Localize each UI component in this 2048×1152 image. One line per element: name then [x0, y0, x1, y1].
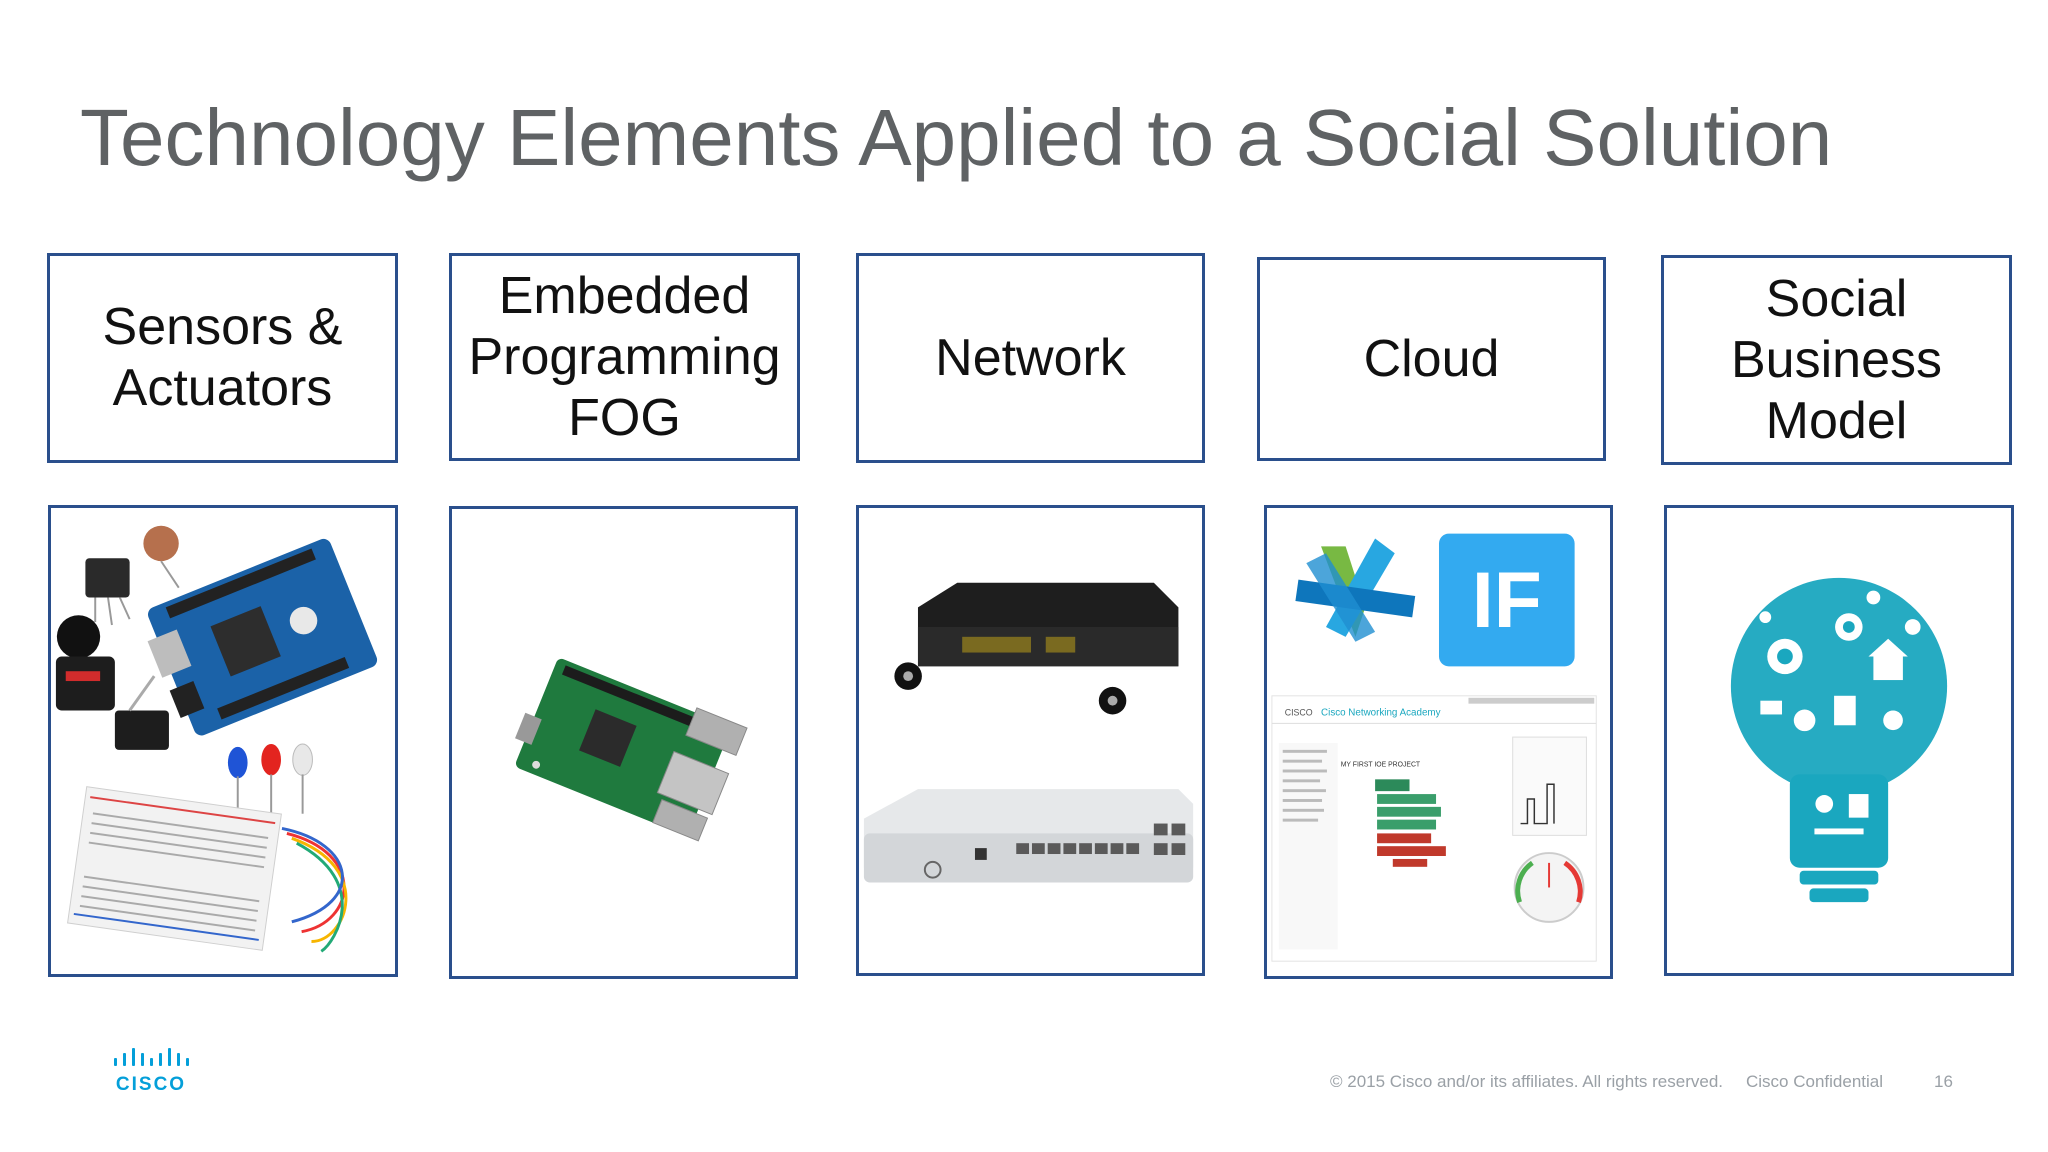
lightbulb-icon — [1730, 577, 1948, 903]
page-number: 16 — [1934, 1072, 1953, 1091]
router-switch-icon — [863, 582, 1194, 883]
cloud-services-icon: IF CISCO Cisco Networking Academy MY FIR… — [1271, 533, 1597, 962]
mini-app-title: Cisco Networking Academy — [1321, 707, 1441, 718]
label-embedded-programming: Embedded Programming FOG — [468, 266, 781, 447]
copyright-text: © 2015 Cisco and/or its affiliates. All … — [1330, 1072, 1724, 1091]
confidential-text: Cisco Confidential — [1746, 1072, 1884, 1091]
label-network: Network — [935, 328, 1126, 387]
label-box-sensors: Sensors & Actuators — [47, 253, 398, 463]
cisco-logo-text: CISCO — [116, 1074, 186, 1094]
raspberry-pi-icon — [515, 658, 748, 842]
label-box-network: Network — [856, 253, 1205, 463]
label-box-social: Social Business Model — [1661, 255, 2012, 465]
label-box-cloud: Cloud — [1257, 257, 1606, 461]
ifttt-logo-icon — [1438, 533, 1575, 667]
label-social-business-model: Social Business Model — [1731, 269, 1942, 450]
ifttt-text: IF — [1472, 556, 1542, 644]
cisco-logo-icon: CISCO — [114, 1048, 189, 1094]
label-sensors-actuators: Sensors & Actuators — [102, 298, 343, 417]
slide-title: Technology Elements Applied to a Social … — [80, 93, 1833, 182]
image-box-sensors — [48, 505, 398, 977]
mini-project-title: MY FIRST IOE PROJECT — [1341, 762, 1421, 769]
label-cloud: Cloud — [1363, 329, 1500, 388]
mini-cisco-word: CISCO — [1285, 707, 1313, 717]
image-box-cloud: IF CISCO Cisco Networking Academy MY FIR… — [1264, 505, 1613, 979]
image-box-network — [856, 505, 1205, 976]
image-box-embedded — [449, 506, 798, 979]
image-box-social — [1664, 505, 2014, 976]
arduino-sensors-icon — [55, 525, 378, 953]
label-box-embedded: Embedded Programming FOG — [449, 253, 800, 461]
